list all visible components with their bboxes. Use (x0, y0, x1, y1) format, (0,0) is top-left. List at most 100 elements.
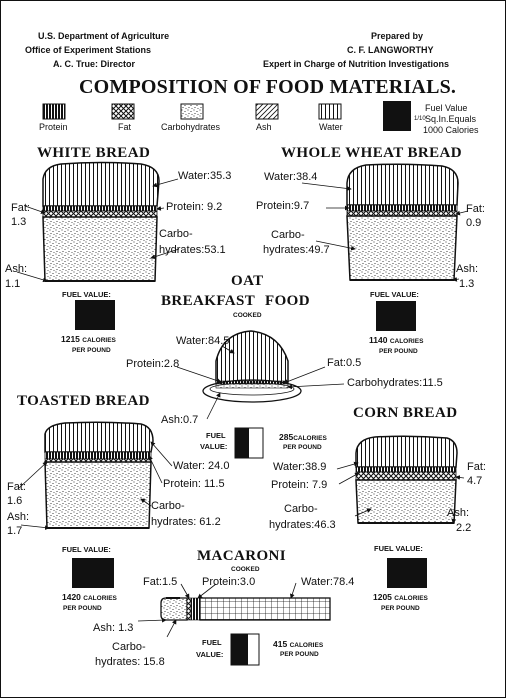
white-bread-title: WHITE BREAD (37, 145, 151, 161)
toasted-bread-ash-label: Ash: (7, 511, 30, 523)
corn-bread-per-pound: PER POUND (381, 605, 420, 612)
whole-wheat-calories-unit: CALORIES (389, 338, 424, 345)
corn-bread-calories-unit: CALORIES (394, 595, 428, 602)
legend-fuel-fraction: 1/10 (414, 116, 426, 122)
macaroni-protein: Protein:3.0 (202, 576, 256, 588)
oat-per-pound: PER POUND (283, 444, 322, 451)
oat-calories-unit: CALORIES (293, 435, 327, 442)
corn-bread-fuel-label: FUEL VALUE: (374, 544, 423, 553)
legend-fuel-swatch (383, 101, 411, 131)
whole-wheat-bread-loaf (346, 163, 459, 281)
macaroni-water: Water:78.4 (301, 576, 355, 588)
legend-protein-label: Protein (39, 122, 68, 132)
toasted-bread-per-pound: PER POUND (63, 605, 102, 612)
legend-fat-swatch (111, 103, 135, 120)
oat-bowl (202, 330, 302, 403)
toasted-bread-fuel-label: FUEL VALUE: (62, 545, 111, 554)
whole-wheat-calories: 1140 CALORIES (369, 336, 423, 346)
corn-bread-fat-label: Fat: (467, 461, 486, 473)
author-title: Expert in Charge of Nutrition Investigat… (263, 59, 450, 69)
corn-bread-water: Water:38.9 (273, 461, 327, 473)
whole-wheat-fuel-label: FUEL VALUE: (370, 290, 419, 299)
legend-ash-label: Ash (256, 122, 272, 132)
toasted-bread-carbo-value: hydrates: 61.2 (151, 516, 221, 528)
white-bread-calories-unit: CALORIES (82, 337, 116, 344)
director-name: A. C. True: Director (53, 59, 136, 69)
legend-ash-swatch (255, 103, 279, 120)
author-name: C. F. LANGWORTHY (347, 45, 434, 55)
toasted-bread-ash-value: 1.7 (7, 525, 23, 537)
oat-water: Water:84.5 (176, 335, 230, 347)
whole-wheat-ash-label: Ash: (456, 263, 479, 275)
toasted-bread-water: Water: 24.0 (173, 460, 230, 472)
macaroni-ash: Ash: 1.3 (93, 622, 134, 634)
toasted-bread-carbo-label: Carbo- (151, 500, 185, 512)
toasted-bread-title: TOASTED BREAD (17, 393, 150, 409)
corn-bread-title: CORN BREAD (353, 405, 458, 421)
oat-fuel-label-line2: VALUE: (200, 442, 228, 451)
whole-wheat-fat-value: 0.9 (466, 217, 482, 229)
macaroni-calories: 415 CALORIES (273, 640, 323, 650)
legend-fuel-line1: Fuel Value (425, 103, 468, 113)
oat-calories: 285CALORIES (279, 433, 327, 443)
corn-bread-carbo-label: Carbo- (284, 503, 318, 515)
legend-fuel-line2: Sq.In.Equals (425, 114, 477, 124)
corn-bread-loaf (355, 435, 458, 524)
office-name: Office of Experiment Stations (25, 45, 152, 55)
toasted-bread-calories-value: 1420 (62, 592, 81, 602)
white-bread-fuel-label: FUEL VALUE: (62, 290, 111, 299)
whole-wheat-per-pound: PER POUND (379, 348, 418, 355)
macaroni-fuel-box (230, 633, 260, 666)
legend-fuel-line3: 1000 Calories (423, 125, 479, 135)
toasted-bread-fat-label: Fat: (7, 481, 26, 493)
legend-carbohydrates-label: Carbohydrates (161, 122, 221, 132)
corn-bread-calories-value: 1205 (373, 592, 392, 602)
macaroni-calories-unit: CALORIES (289, 642, 324, 649)
oat-protein: Protein:2.8 (126, 358, 180, 370)
white-bread-fuel-box (75, 300, 115, 330)
macaroni-per-pound: PER POUND (280, 651, 319, 658)
white-bread-carbo-value: hydrates:53.1 (159, 244, 226, 256)
oat-carbo: Carbohydrates:11.5 (347, 377, 443, 389)
whole-wheat-water: Water:38.4 (264, 171, 318, 183)
oat-title-line1: OAT (231, 273, 264, 289)
oat-fuel-box (234, 427, 264, 459)
legend-fat-label: Fat (118, 122, 132, 132)
oat-ash: Ash:0.7 (161, 414, 199, 426)
white-bread-fat-value: 1.3 (11, 216, 27, 228)
white-bread-carbo-label: Carbo- (159, 228, 193, 240)
corn-bread-ash-label: Ash: (447, 507, 470, 519)
toasted-bread-calories-unit: CALORIES (83, 595, 117, 602)
oat-fat: Fat:0.5 (327, 357, 362, 369)
toasted-bread-protein: Protein: 11.5 (163, 478, 225, 490)
macaroni-carbo-label: Carbo- (112, 641, 146, 653)
macaroni-fuel-label-line1: FUEL (202, 638, 222, 647)
white-bread-protein: Protein: 9.2 (166, 201, 223, 213)
macaroni-title: MACARONI (197, 548, 287, 564)
macaroni-fat: Fat:1.5 (143, 576, 178, 588)
whole-wheat-ash-value: 1.3 (459, 278, 475, 290)
whole-wheat-fuel-box (376, 301, 416, 331)
whole-wheat-carbo-value: hydrates:49.7 (263, 244, 330, 256)
toasted-bread-loaf (44, 421, 154, 529)
corn-bread-carbo-value: hydrates:46.3 (269, 519, 336, 531)
legend-protein-swatch (42, 103, 66, 120)
macaroni-fuel-label-line2: VALUE: (196, 650, 224, 659)
toasted-bread-fat-value: 1.6 (7, 495, 23, 507)
oat-calories-value: 285 (279, 432, 294, 442)
white-bread-ash-value: 1.1 (5, 278, 21, 290)
white-bread-water: Water:35.3 (178, 170, 232, 182)
whole-wheat-bread-title: WHOLE WHEAT BREAD (281, 145, 463, 161)
whole-wheat-carbo-label: Carbo- (271, 229, 305, 241)
legend-carbohydrates-swatch (180, 103, 204, 120)
corn-bread-protein: Protein: 7.9 (271, 479, 328, 491)
agency-name: U.S. Department of Agriculture (38, 31, 170, 41)
whole-wheat-protein: Protein:9.7 (256, 200, 310, 212)
corn-bread-calories: 1205 CALORIES (373, 593, 428, 603)
macaroni-calories-value: 415 (273, 639, 288, 649)
oat-title-line2: BREAKFAST FOOD (161, 293, 310, 309)
macaroni-bar (160, 597, 331, 621)
whole-wheat-fat-label: Fat: (466, 203, 485, 215)
legend-water-swatch (318, 103, 342, 120)
